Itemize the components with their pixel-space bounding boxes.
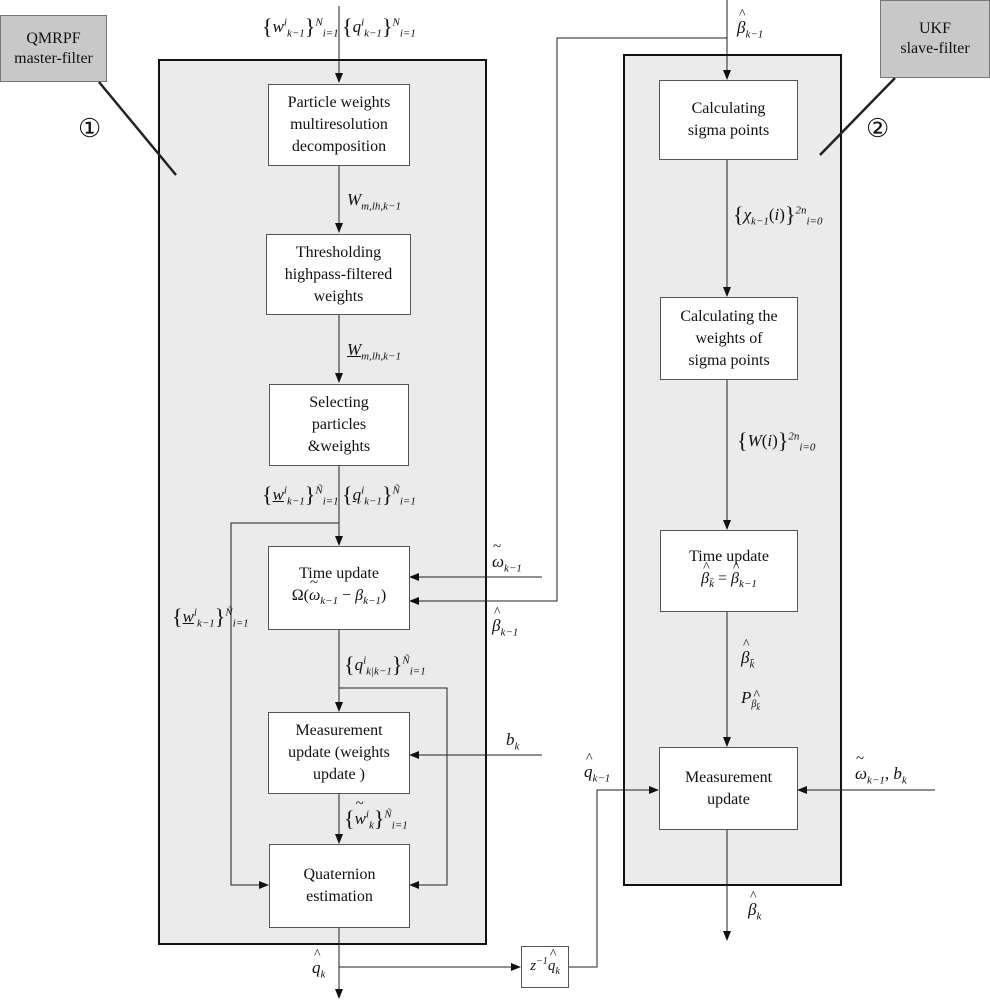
delay-box: z−1qk — [521, 944, 569, 988]
master-filter-panel — [158, 59, 487, 945]
sigma-points-set-label: {χk−1(i)}2ni=0 — [733, 202, 823, 228]
sigma-weights-set-label: {W(i)}2ni=0 — [737, 428, 816, 454]
selected-weights-label: {wik−1}Ñi=1 — [262, 482, 339, 508]
thresholding-box: Thresholding highpass-filtered weights — [266, 234, 411, 315]
master-tag-leader — [98, 81, 177, 176]
beta-prev-top-label: βk−1 — [737, 7, 763, 40]
slave-tag-leader — [819, 77, 896, 156]
selected-particles-label: {qik−1}Ñi=1 — [342, 482, 416, 508]
beta-predicted-label: βk̄ — [741, 637, 754, 670]
updated-weights-label: {wik}Ñi=1 — [344, 796, 408, 832]
slave-meas-input-label: ωk−1, bk — [855, 751, 907, 786]
master-number: ① — [78, 114, 102, 143]
master-measurement-update-box: Measurement update (weights update ) — [268, 712, 410, 794]
bypass-weights-label: {wik−1}Ñi=1 — [172, 604, 249, 630]
slave-time-update-label: Time update — [689, 548, 769, 566]
master-time-update-formula: Ω(ωk−1 − βk−1) — [292, 572, 386, 612]
input-weights-label: {wik−1}Ni=1 — [262, 14, 339, 40]
slave-number: ② — [866, 114, 890, 143]
sigma-points-box: Calculating sigma points — [659, 80, 798, 160]
slave-measurement-update-box: Measurement update — [659, 747, 798, 830]
wavelet-coeff-label: Wm,lh,k−1 — [347, 190, 401, 213]
bk-input-label: bk — [506, 730, 520, 753]
sigma-weights-box: Calculating the weights of sigma points — [660, 297, 798, 380]
thresholded-coeff-label: Wm,lh,k−1 — [347, 340, 401, 363]
slave-time-update-formula: βk̄ = βk−1 — [701, 557, 757, 595]
slave-filter-tag: UKF slave-filter — [880, 0, 990, 78]
covariance-label: Pβk̄ — [741, 688, 760, 713]
omega-input-label: ωk−1 — [492, 539, 522, 574]
predicted-particles-label: {qik|k−1}Ñi=1 — [344, 652, 426, 678]
master-time-update-box: Time update Ω(ωk−1 − βk−1) — [268, 546, 410, 630]
input-particles-label: {qik−1}Ni=1 — [342, 14, 416, 40]
selecting-particles-box: Selecting particles &weights — [269, 384, 409, 466]
q-output-label: qk — [312, 947, 325, 980]
master-filter-tag: QMRPF master-filter — [0, 15, 107, 82]
slave-q-input-label: qk−1 — [584, 751, 610, 784]
slave-time-update-box: Time update βk̄ = βk−1 — [660, 530, 798, 612]
beta-output-label: βk — [748, 889, 761, 922]
weights-decomposition-box: Particle weights multiresolution decompo… — [268, 84, 410, 166]
quaternion-estimation-box: Quaternion estimation — [269, 844, 410, 928]
beta-input-label: βk−1 — [492, 605, 518, 638]
